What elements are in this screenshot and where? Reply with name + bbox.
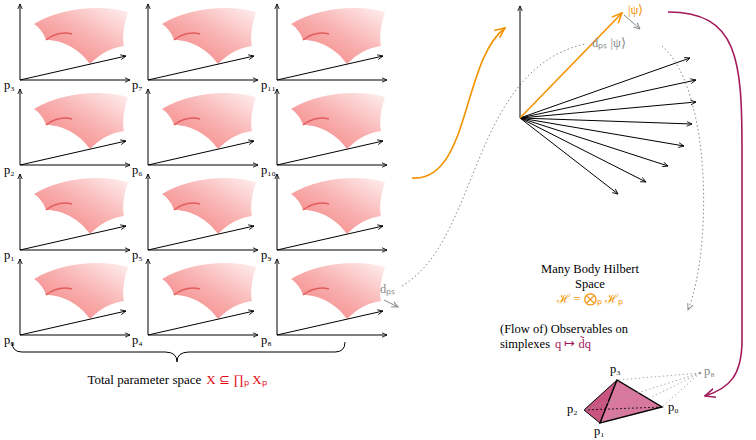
dotted-arrow <box>662 46 704 310</box>
vertex-label: p₂ <box>4 163 15 178</box>
vertex-label: p₄ <box>132 333 143 348</box>
plot <box>148 259 258 335</box>
tangent-arrow <box>384 300 398 307</box>
vertex-label: p₀ <box>668 400 679 415</box>
math-label: dₚₛ <box>380 282 395 297</box>
vertex-label: p₁ <box>594 424 605 439</box>
simplex <box>584 372 701 423</box>
vertex-label: p₇ <box>132 78 143 93</box>
plot <box>277 259 387 335</box>
math-label: q ↦ d̃q <box>555 337 591 352</box>
plot <box>277 174 387 250</box>
vertex-label: p₁ <box>4 248 15 263</box>
space-label: ℋ = ⨂ₚ ℋₚ <box>535 292 645 307</box>
vertex-label: p₀ <box>4 333 15 348</box>
parameter-plots <box>20 4 387 335</box>
vertex-label: p₉ <box>261 248 272 263</box>
observable-map-arrow <box>668 12 742 396</box>
plot <box>20 4 130 80</box>
space-label: Many Body Hilbert Space <box>535 262 645 292</box>
brace <box>12 342 345 362</box>
plot <box>148 174 258 250</box>
vertex-label: p₁₁ <box>261 78 276 93</box>
hilbert-vectors <box>520 6 696 194</box>
vertex-label: p₁₀ <box>261 163 276 178</box>
vertex-label: p₈ <box>704 364 715 379</box>
state-map-arrow <box>412 28 505 178</box>
math-label: |ψ⟩ <box>628 3 643 18</box>
plot <box>20 174 130 250</box>
vertex-label: p₈ <box>261 333 272 348</box>
plot <box>148 4 258 80</box>
math-label: dₚₛ |ψ⟩ <box>592 36 626 51</box>
plot <box>20 89 130 165</box>
plot <box>277 4 387 80</box>
psi-vector <box>520 13 622 118</box>
vertex-label: p₅ <box>132 248 143 263</box>
plot <box>277 89 387 165</box>
vertex-label: p₆ <box>132 163 143 178</box>
plot <box>148 89 258 165</box>
caption-text: Total parameter space <box>87 372 201 387</box>
plot <box>20 259 130 335</box>
vertex-label: p₂ <box>567 402 578 417</box>
caption-text: X ⊆ ∏ₚ Xₚ <box>206 372 266 387</box>
vertex-label: p₃ <box>610 362 621 377</box>
vertex-label: p₃ <box>4 78 15 93</box>
derivative-arrow <box>624 15 640 29</box>
